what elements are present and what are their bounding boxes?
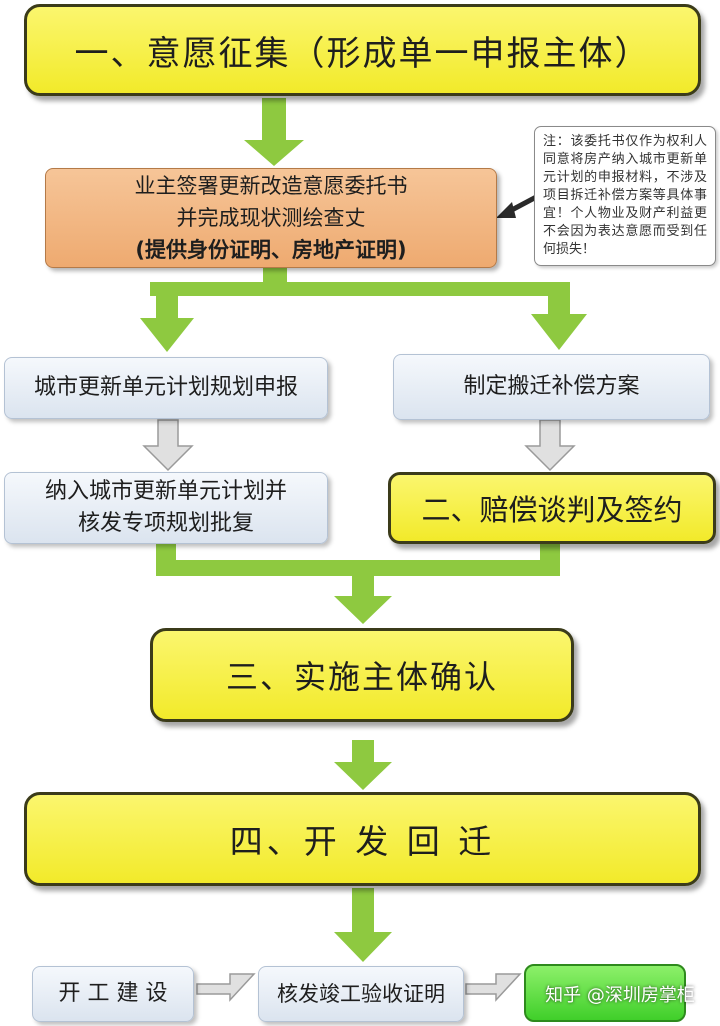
arrow-split-horizontal bbox=[150, 282, 570, 296]
plan-apply-label: 城市更新单元计划规划申报 bbox=[33, 375, 298, 400]
gray-arrow-right bbox=[524, 419, 576, 472]
construction-box: 开 工 建 设 bbox=[32, 966, 194, 1022]
gray-arrow-left bbox=[142, 419, 194, 472]
plan-approval-line-2: 核发专项规划批复 bbox=[77, 511, 254, 536]
arrow-merge-right bbox=[540, 544, 560, 560]
step3-title: 三、实施主体确认 bbox=[225, 658, 498, 696]
watermark-text: 知乎 @深圳房掌柜 bbox=[545, 985, 695, 1006]
completion-cert-label: 核发竣工验收证明 bbox=[277, 982, 445, 1006]
plan-approval-box: 纳入城市更新单元计划并 核发专项规划批复 bbox=[4, 472, 328, 544]
sign-box: 业主签署更新改造意愿委托书 并完成现状测绘查丈 (提供身份证明、房地产证明) bbox=[45, 168, 497, 268]
note-text: 注：该委托书仅作为权利人同意将房产纳入城市更新单元计划的申报材料，不涉及项目拆迁… bbox=[543, 134, 707, 257]
step2-title: 二、赔偿谈判及签约 bbox=[421, 493, 683, 527]
construction-label: 开 工 建 设 bbox=[58, 981, 168, 1006]
step1-box: 一、意愿征集（形成单一申报主体） bbox=[24, 4, 701, 96]
step4-title: 四、开 发 回 迁 bbox=[229, 822, 496, 861]
compensation-plan-label: 制定搬迁补偿方案 bbox=[463, 374, 640, 399]
arrow-split-left bbox=[140, 282, 194, 352]
plan-approval-line-1: 纳入城市更新单元计划并 bbox=[44, 479, 287, 504]
completion-cert-box: 核发竣工验收证明 bbox=[258, 966, 464, 1022]
note-box: 注：该委托书仅作为权利人同意将房产纳入城市更新单元计划的申报材料，不涉及项目拆迁… bbox=[534, 126, 716, 266]
step4-box: 四、开 发 回 迁 bbox=[24, 792, 701, 886]
arrow-step3-to-step4 bbox=[334, 740, 392, 790]
gray-arrow-bottom-2 bbox=[465, 973, 522, 1002]
arrow-split-right bbox=[531, 282, 587, 350]
sign-line-2: 并完成现状测绘查丈 bbox=[176, 206, 366, 230]
arrow-merge-left bbox=[156, 544, 176, 560]
watermark-box bbox=[524, 964, 686, 1022]
arrow-step4-to-bottom bbox=[334, 888, 392, 962]
arrow-step1-to-sign bbox=[244, 98, 304, 166]
step3-box: 三、实施主体确认 bbox=[150, 628, 574, 722]
gray-arrow-bottom-1 bbox=[196, 973, 256, 1002]
arrow-merge-down bbox=[334, 576, 392, 624]
arrow-split-stem bbox=[263, 268, 287, 290]
sign-line-1: 业主签署更新改造意愿委托书 bbox=[134, 174, 408, 198]
compensation-plan-box: 制定搬迁补偿方案 bbox=[393, 354, 710, 420]
arrow-merge-horizontal bbox=[156, 560, 560, 576]
sign-line-3: (提供身份证明、房地产证明) bbox=[135, 238, 407, 262]
watermark: 知乎 @深圳房掌柜 bbox=[520, 978, 720, 1010]
step1-title: 一、意愿征集（形成单一申报主体） bbox=[74, 33, 651, 74]
step2-box: 二、赔偿谈判及签约 bbox=[388, 472, 716, 544]
plan-apply-box: 城市更新单元计划规划申报 bbox=[4, 357, 328, 419]
